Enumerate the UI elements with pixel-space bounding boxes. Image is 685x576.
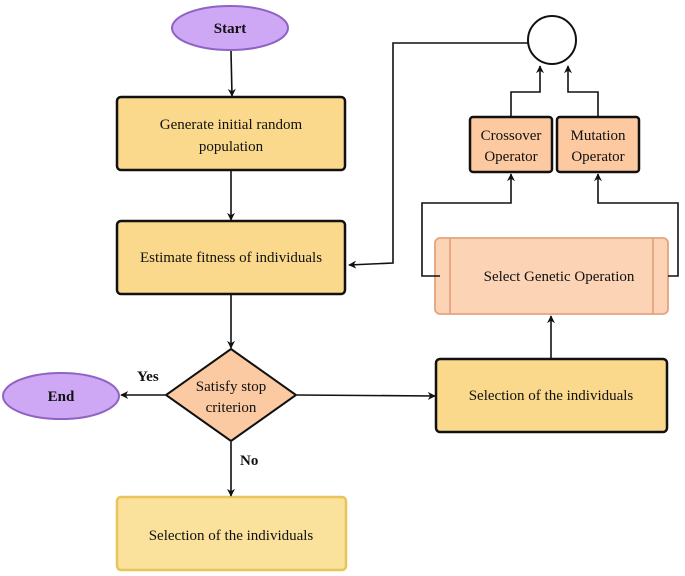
selection-individuals-bottom-label: Selection of the individuals (149, 528, 314, 544)
mutation-operator-box (555, 115, 641, 174)
mutation-operator-label-line1: Mutation (571, 128, 626, 144)
stop-criterion-decision: Satisfy stop criterion (164, 347, 298, 443)
select-genetic-operation-node: Select Genetic Operation (434, 237, 669, 315)
edge-decision-to-selection-right (296, 391, 436, 400)
crossover-operator-box (468, 115, 554, 174)
generate-population-box (115, 95, 347, 172)
edge-mutation-to-merge (564, 65, 599, 116)
mutation-operator-node: Mutation Operator (555, 115, 641, 174)
edge-merge-to-estimate (348, 42, 528, 269)
stop-criterion-diamond (164, 347, 298, 443)
crossover-operator-label-line2: Operator (484, 149, 537, 165)
estimate-fitness-node: Estimate fitness of individuals (115, 219, 347, 296)
selection-individuals-bottom-node: Selection of the individuals (115, 495, 348, 572)
start-node: Start (171, 5, 289, 51)
edge-crossover-to-merge (510, 65, 544, 116)
select-genetic-operation-label: Select Genetic Operation (484, 269, 635, 285)
selection-individuals-right-node: Selection of the individuals (434, 357, 669, 434)
selection-individuals-bottom-box (115, 495, 348, 572)
end-node: End (2, 372, 120, 420)
stop-criterion-label-line2: criterion (206, 400, 257, 416)
generate-population-label-line2: population (199, 139, 264, 155)
estimate-fitness-label: Estimate fitness of individuals (140, 250, 322, 266)
edge-label-yes: Yes (137, 369, 159, 385)
mutation-operator-label-line2: Operator (571, 149, 624, 165)
start-label: Start (214, 21, 247, 37)
selection-individuals-right-label: Selection of the individuals (469, 388, 634, 404)
edge-select-operation-to-mutation (594, 173, 679, 277)
merge-connector-node (527, 15, 577, 65)
edge-start-to-generate (227, 50, 236, 97)
end-label: End (48, 389, 75, 405)
merge-connector-circle (527, 15, 577, 65)
end-oval (2, 372, 120, 420)
crossover-operator-node: Crossover Operator (468, 115, 554, 174)
edge-label-no: No (240, 453, 258, 469)
start-oval (171, 5, 289, 51)
generate-population-label-line1: Generate initial random (160, 117, 303, 133)
selection-individuals-right-box (434, 357, 669, 434)
estimate-fitness-box (115, 219, 347, 296)
edges (120, 42, 679, 497)
edge-select-operation-to-crossover (421, 173, 515, 277)
crossover-operator-label-line1: Crossover (481, 128, 542, 144)
stop-criterion-label-line1: Satisfy stop (196, 379, 266, 395)
generate-population-node: Generate initial random population (115, 95, 347, 172)
